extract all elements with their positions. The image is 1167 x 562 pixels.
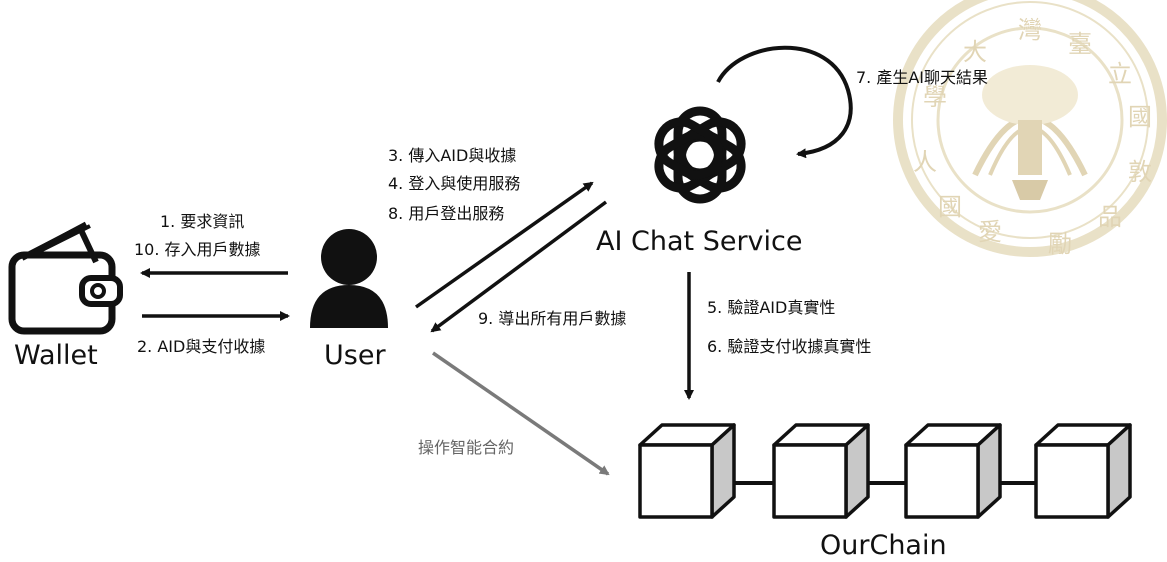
wallet-label: Wallet	[14, 340, 98, 371]
step-6-label: 6. 驗證支付收據真實性	[707, 337, 872, 356]
ntu-seal-watermark: 灣 臺 立 國 敦 品 勵 愛 國 人 學 大	[893, 0, 1167, 258]
self-loop-arrow	[716, 45, 853, 159]
svg-text:灣: 灣	[1018, 16, 1042, 44]
user-label: User	[324, 340, 386, 371]
svg-text:立: 立	[1108, 60, 1132, 88]
arrow-ai-to-user	[430, 200, 608, 333]
step-4-label: 4. 登入與使用服務	[388, 174, 521, 193]
user-icon	[310, 229, 388, 328]
step-5-label: 5. 驗證AID真實性	[707, 298, 836, 317]
svg-text:學: 學	[923, 83, 947, 111]
step-1-label: 1. 要求資訊	[160, 212, 245, 231]
ai-service-label: AI Chat Service	[596, 226, 803, 257]
blockchain-blocks-icon	[638, 423, 1132, 519]
svg-text:人: 人	[913, 148, 937, 176]
svg-text:品: 品	[1098, 203, 1122, 231]
step-3-label: 3. 傳入AID與收據	[388, 146, 517, 165]
svg-text:臺: 臺	[1068, 30, 1092, 58]
chain-label: OurChain	[820, 530, 947, 561]
svg-text:國: 國	[1128, 103, 1152, 131]
svg-text:大: 大	[963, 38, 987, 66]
openai-logo-icon	[654, 106, 746, 204]
block-1	[638, 423, 736, 519]
step-8-label: 8. 用戶登出服務	[388, 204, 505, 223]
svg-text:敦: 敦	[1128, 158, 1152, 186]
arrow-user-to-ai	[414, 181, 594, 309]
arrow-user-to-chain	[432, 351, 610, 476]
svg-text:勵: 勵	[1048, 230, 1072, 258]
step-2-label: 2. AID與支付收據	[137, 337, 266, 356]
block-2	[772, 423, 870, 519]
step-9-label: 9. 導出所有用戶數據	[478, 309, 627, 328]
svg-text:愛: 愛	[978, 218, 1002, 246]
step-10-label: 10. 存入用戶數據	[134, 240, 261, 259]
wallet-icon	[8, 221, 123, 335]
svg-text:國: 國	[938, 193, 962, 221]
block-3	[904, 423, 1002, 519]
contract-label: 操作智能合約	[418, 438, 515, 457]
step-7-label: 7. 產生AI聊天結果	[856, 68, 989, 87]
block-4	[1034, 423, 1132, 519]
